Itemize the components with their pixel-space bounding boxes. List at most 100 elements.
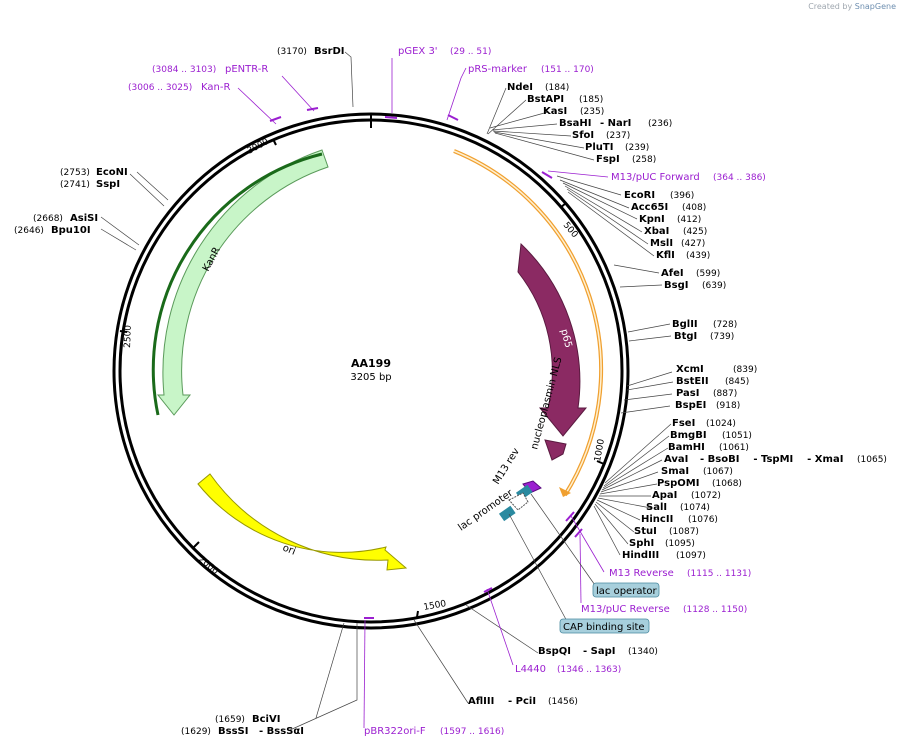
site-name: Acc65I xyxy=(631,202,668,213)
site-pos: (1087) xyxy=(669,527,699,537)
kanr-outer-arc xyxy=(151,152,323,416)
site-name: FseI xyxy=(672,418,695,429)
site-name: StuI xyxy=(634,526,657,537)
lac-operator-label: lac operator xyxy=(596,586,657,597)
site-name: KpnI xyxy=(639,214,665,225)
primer-pos: (29 .. 51) xyxy=(450,47,491,57)
site-pos: (2753) xyxy=(60,168,90,178)
primer-pos: (364 .. 386) xyxy=(713,173,766,183)
site-name: BglII xyxy=(672,319,698,330)
site-name: SfoI xyxy=(572,130,594,141)
site-name: BamHI xyxy=(668,442,705,453)
site-pos: (184) xyxy=(545,83,569,93)
site-name: EcoNI xyxy=(96,167,128,178)
site-name: KflI xyxy=(656,250,675,261)
site-pos: (258) xyxy=(632,155,656,165)
lac-promoter-feature xyxy=(508,492,529,511)
cap-site-box: CAP binding site xyxy=(559,618,650,634)
primer-name: pGEX 3' xyxy=(398,46,438,57)
site-pos: (427) xyxy=(681,239,705,249)
primer-name: pBR322ori-F xyxy=(364,726,426,737)
site-name: SmaI xyxy=(661,466,689,477)
insert-arc xyxy=(453,149,604,497)
site-pos: (918) xyxy=(716,401,740,411)
site-name: AvaI xyxy=(664,454,688,465)
site-name: BsrDI xyxy=(314,46,345,57)
site-pos: (1072) xyxy=(691,491,721,501)
tick-500: 500 xyxy=(561,221,580,241)
tick-1000: 1000 xyxy=(593,438,607,463)
m13rev-label: M13 rev xyxy=(491,446,522,486)
site-pos: (439) xyxy=(686,251,710,261)
primer-pos: (151 .. 170) xyxy=(541,65,594,75)
site-pos: (1097) xyxy=(676,551,706,561)
site-extra: - SapI xyxy=(583,646,615,657)
site-pos: (1065) xyxy=(857,455,887,465)
site-pos: (1659) xyxy=(215,715,245,725)
site-pos: (237) xyxy=(606,131,630,141)
insert-arrowhead xyxy=(559,487,571,497)
site-name: NdeI xyxy=(507,82,533,93)
site-pos: (1051) xyxy=(722,431,752,441)
cap-site-mark xyxy=(498,505,516,522)
tick-2000: 2000 xyxy=(196,555,220,578)
primer-pos: (1597 .. 1616) xyxy=(440,727,504,737)
site-pos: (2741) xyxy=(60,180,90,190)
site-pos: (425) xyxy=(683,227,707,237)
plasmid-length: 3205 bp xyxy=(350,372,391,383)
cap-site-label: CAP binding site xyxy=(563,622,645,633)
p65-feature xyxy=(517,242,588,437)
site-pos: (1340) xyxy=(628,647,658,657)
site-name: PluTI xyxy=(585,142,613,153)
site-name: BssSI xyxy=(218,726,248,737)
tick-marks xyxy=(119,138,605,618)
primer-name: Kan-R xyxy=(201,82,230,93)
primer-pos: (3084 .. 3103) xyxy=(152,65,216,75)
site-name: EcoRI xyxy=(624,190,655,201)
primer-name: M13/pUC Reverse xyxy=(581,604,670,615)
site-pos: (1074) xyxy=(680,503,710,513)
plasmid-name: AA199 xyxy=(351,357,391,370)
site-pos: (1456) xyxy=(548,697,578,707)
site-name: BtgI xyxy=(674,331,697,342)
primer-pos: (3006 .. 3025) xyxy=(128,83,192,93)
site-pos: (887) xyxy=(713,389,737,399)
tick-2500: 2500 xyxy=(123,325,134,349)
primer-name: M13/pUC Forward xyxy=(611,172,700,183)
site-pos: (599) xyxy=(696,269,720,279)
site-pos: (639) xyxy=(702,281,726,291)
primer-marks xyxy=(269,107,583,619)
site-extra: - PciI xyxy=(508,696,536,707)
nls-feature xyxy=(544,439,567,461)
site-pos: (408) xyxy=(682,203,706,213)
site-name: Bpu10I xyxy=(51,225,91,236)
site-name: BstAPI xyxy=(527,94,564,105)
cap-site-leader xyxy=(508,513,570,626)
site-name: BspEI xyxy=(675,400,706,411)
site-pos: (236) xyxy=(648,119,672,129)
site-pos: (2668) xyxy=(33,214,63,224)
site-name: AfeI xyxy=(661,268,684,279)
site-extra: - NarI xyxy=(600,118,631,129)
site-pos: (1067) xyxy=(703,467,733,477)
ori-label: ori xyxy=(281,543,297,558)
site-name: SalI xyxy=(646,502,667,513)
snapgene-brand: SnapGene xyxy=(854,2,896,11)
site-labels: (3170) BsrDI NdeI (184) BstAPI (185) Kas… xyxy=(14,46,887,737)
ori-feature xyxy=(197,473,408,571)
p65-label: p65 xyxy=(558,328,574,349)
site-name: XcmI xyxy=(676,364,704,375)
site-name: BsgI xyxy=(664,280,688,291)
site-name: BstEII xyxy=(676,376,709,387)
site-name: SphI xyxy=(629,538,654,549)
primer-name: L4440 xyxy=(515,664,546,675)
site-name: AsiSI xyxy=(70,213,98,224)
site-pos: (839) xyxy=(733,365,757,375)
site-name: KasI xyxy=(543,106,567,117)
primer-pos: (1346 .. 1363) xyxy=(557,665,621,675)
primer-name: pENTR-R xyxy=(225,64,268,75)
kanr-feature xyxy=(156,149,329,416)
site-name: HincII xyxy=(641,514,673,525)
site-extra: - BsoBI - TspMI - XmaI xyxy=(700,454,843,465)
